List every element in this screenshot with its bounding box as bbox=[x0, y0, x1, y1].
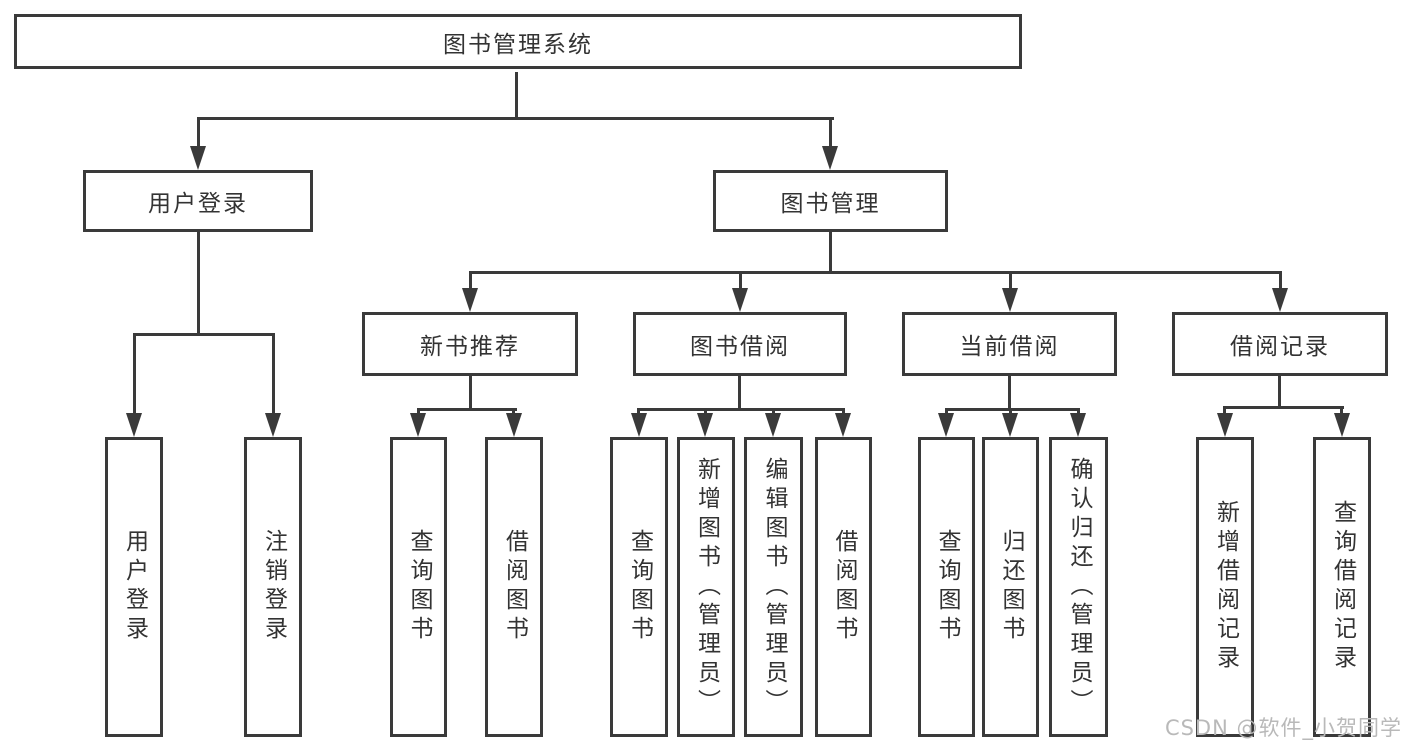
connector-line bbox=[133, 333, 136, 413]
arrow-down-icon bbox=[835, 413, 851, 437]
connector-line bbox=[1279, 271, 1282, 290]
arrow-down-icon bbox=[1002, 288, 1018, 312]
connector-line bbox=[417, 408, 517, 411]
connector-line bbox=[272, 333, 275, 413]
arrow-down-icon bbox=[190, 146, 206, 170]
connector-line bbox=[469, 271, 1282, 274]
leaf-bb-edit-books-admin: 编辑图书（管理员） bbox=[744, 437, 803, 737]
leaf-nb-borrow-books: 借阅图书 bbox=[485, 437, 543, 737]
connector-line bbox=[945, 408, 1079, 411]
connector-line bbox=[515, 72, 518, 119]
leaf-br-add-record: 新增借阅记录 bbox=[1196, 437, 1254, 737]
connector-line bbox=[469, 376, 472, 410]
arrow-down-icon bbox=[1334, 413, 1350, 437]
arrow-down-icon bbox=[732, 288, 748, 312]
arrow-down-icon bbox=[765, 413, 781, 437]
node-borrowing-records: 借阅记录 bbox=[1172, 312, 1388, 376]
arrow-down-icon bbox=[822, 146, 838, 170]
connector-line bbox=[197, 117, 200, 148]
arrow-down-icon bbox=[506, 413, 522, 437]
leaf-br-query-record: 查询借阅记录 bbox=[1313, 437, 1371, 737]
connector-line bbox=[829, 232, 832, 274]
connector-line bbox=[1008, 376, 1011, 410]
node-book-management: 图书管理 bbox=[713, 170, 948, 232]
connector-line bbox=[738, 376, 741, 410]
connector-line bbox=[197, 117, 834, 120]
arrow-down-icon bbox=[265, 413, 281, 437]
leaf-nb-query-books: 查询图书 bbox=[390, 437, 447, 737]
connector-line bbox=[1009, 271, 1012, 290]
arrow-down-icon bbox=[1002, 413, 1018, 437]
arrow-down-icon bbox=[1217, 413, 1233, 437]
node-user-login: 用户登录 bbox=[83, 170, 313, 232]
connector-line bbox=[1223, 406, 1226, 416]
connector-line bbox=[739, 271, 742, 290]
leaf-cb-return-books: 归还图书 bbox=[982, 437, 1039, 737]
leaf-cb-query-books: 查询图书 bbox=[918, 437, 975, 737]
leaf-user-login: 用户登录 bbox=[105, 437, 163, 737]
arrow-down-icon bbox=[126, 413, 142, 437]
arrow-down-icon bbox=[697, 413, 713, 437]
connector-line bbox=[637, 408, 845, 411]
leaf-cb-confirm-return-admin: 确认归还（管理员） bbox=[1049, 437, 1108, 737]
arrow-down-icon bbox=[631, 413, 647, 437]
leaf-bb-add-books-admin: 新增图书（管理员） bbox=[677, 437, 735, 737]
node-root: 图书管理系统 bbox=[14, 14, 1022, 69]
arrow-down-icon bbox=[410, 413, 426, 437]
leaf-bb-query-books: 查询图书 bbox=[610, 437, 668, 737]
connector-line bbox=[1278, 376, 1281, 408]
node-current-borrowing: 当前借阅 bbox=[902, 312, 1117, 376]
arrow-down-icon bbox=[462, 288, 478, 312]
connector-line bbox=[1340, 406, 1343, 416]
arrow-down-icon bbox=[938, 413, 954, 437]
connector-line bbox=[829, 117, 832, 148]
node-new-book-recommend: 新书推荐 bbox=[362, 312, 578, 376]
csdn-watermark: CSDN @软件_小贺同学 bbox=[1164, 716, 1402, 740]
leaf-logout: 注销登录 bbox=[244, 437, 302, 737]
node-book-borrowing: 图书借阅 bbox=[633, 312, 847, 376]
leaf-bb-borrow-books: 借阅图书 bbox=[815, 437, 872, 737]
connector-line bbox=[133, 333, 275, 336]
arrow-down-icon bbox=[1070, 413, 1086, 437]
connector-line bbox=[469, 271, 472, 290]
connector-line bbox=[197, 232, 200, 335]
arrow-down-icon bbox=[1272, 288, 1288, 312]
connector-line bbox=[1223, 406, 1344, 409]
